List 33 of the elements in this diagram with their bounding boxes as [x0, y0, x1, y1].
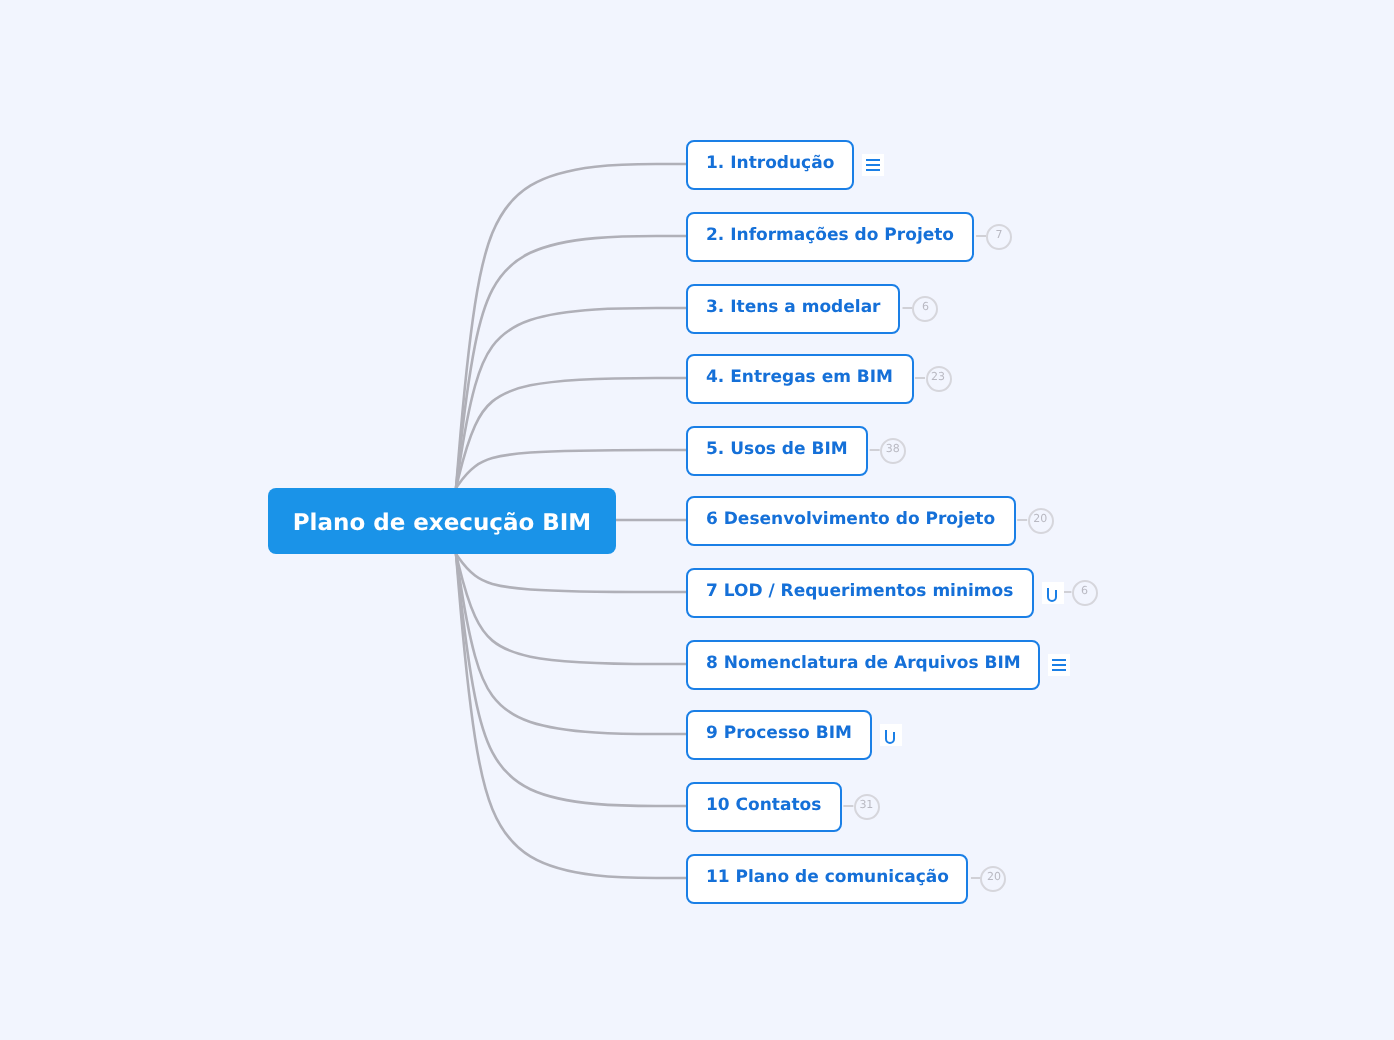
branch-line: [454, 553, 686, 736]
topic-label: 3. Itens a modelar: [706, 298, 881, 318]
branch-line: [454, 376, 686, 489]
topic-box: [686, 709, 872, 759]
topic-label: 6 Desenvolvimento do Projeto: [706, 510, 996, 530]
topic-label: 8 Nomenclatura de Arquivos BIM: [706, 654, 1021, 674]
branch-line: [454, 448, 686, 489]
topic-label: 5. Usos de BIM: [706, 440, 848, 460]
topic-box: [686, 425, 868, 475]
branch-line: [454, 553, 686, 666]
topic-label: 4. Entregas em BIM: [706, 368, 893, 388]
topic-box: [686, 495, 1016, 545]
topic-label: 1. Introdução: [706, 154, 835, 174]
branch-line: [454, 553, 686, 880]
topic-box: [686, 639, 1041, 689]
topic-box: [686, 781, 842, 831]
topic-label: 2. Informações do Projeto: [706, 226, 955, 246]
topic-label: 9 Processo BIM: [706, 724, 852, 744]
topic-box: [686, 211, 975, 261]
topic-label: 10 Contatos: [706, 796, 822, 816]
topic-label: 7 LOD / Requerimentos minimos: [706, 582, 1014, 602]
topic-label: 11 Plano de comunicação: [706, 868, 949, 888]
topic-box: [686, 139, 855, 189]
branch-line: [454, 553, 686, 594]
branch-line: [454, 306, 686, 489]
topic-box: [686, 283, 901, 333]
branch-line: [454, 553, 686, 808]
topic-box: [686, 567, 1034, 617]
topic-box: [686, 353, 913, 403]
central-topic: [268, 488, 616, 554]
topic-box: [686, 853, 969, 903]
topic-label: Plano de execução BIM: [292, 507, 592, 535]
branch-line: [616, 518, 686, 522]
